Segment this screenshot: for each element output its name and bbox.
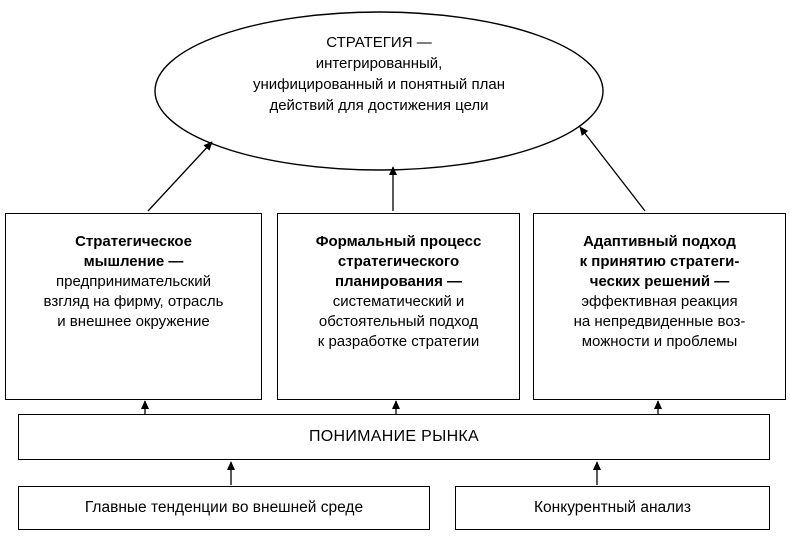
box-formal-planning-body: систематический и обстоятельный подход к… bbox=[317, 293, 480, 350]
market-understanding-label: ПОНИМАНИЕ РЫНКА bbox=[308, 428, 480, 445]
box-competitive-analysis: Конкурентный анализ bbox=[455, 486, 770, 530]
box-adaptive-approach-body: эффективная реакция на непредвиденные во… bbox=[573, 293, 746, 350]
box-strategic-thinking-body: предпринимательский взгляд на фирму, отр… bbox=[43, 273, 224, 330]
arrow-adaptive-to-strategy bbox=[579, 126, 646, 212]
box-market-understanding: ПОНИМАНИЕ РЫНКА bbox=[18, 414, 770, 460]
external-trends-label: Главные тенденции во внешней среде bbox=[84, 499, 364, 516]
box-adaptive-approach: Адаптивный подход к принятию стратеги- ч… bbox=[533, 213, 786, 400]
box-external-trends: Главные тенденции во внешней среде bbox=[18, 486, 430, 530]
box-strategic-thinking: Стратегическое мышление — предпринимател… bbox=[5, 213, 262, 400]
box-formal-planning: Формальный процесс стратегического плани… bbox=[277, 213, 520, 400]
arrow-thinking-to-strategy bbox=[147, 141, 213, 212]
strategy-definition-label: СТРАТЕГИЯ — интегрированный, унифицирова… bbox=[253, 34, 505, 114]
box-adaptive-approach-title: Адаптивный подход к принятию стратеги- ч… bbox=[579, 233, 740, 290]
competitive-analysis-label: Конкурентный анализ bbox=[534, 499, 691, 516]
box-strategic-thinking-title: Стратегическое мышление — bbox=[75, 233, 192, 270]
box-formal-planning-title: Формальный процесс стратегического плани… bbox=[315, 233, 482, 290]
strategy-ellipse-shape bbox=[154, 11, 604, 171]
